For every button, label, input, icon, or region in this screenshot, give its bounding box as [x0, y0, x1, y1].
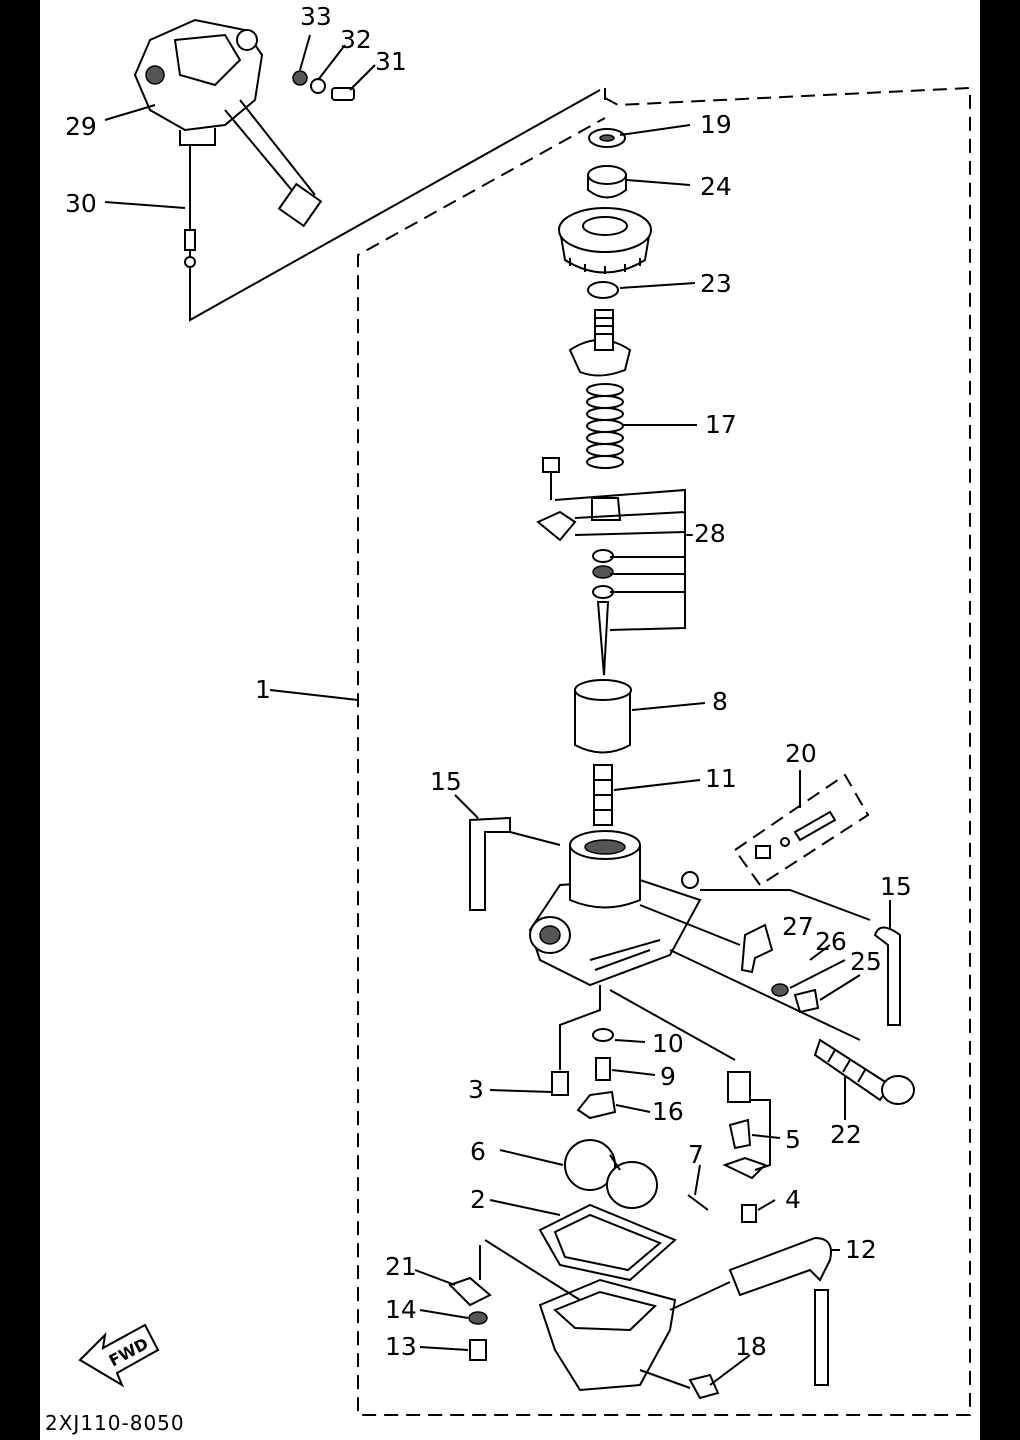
callout-4: 4	[785, 1185, 801, 1214]
float-pin-7	[687, 1194, 709, 1211]
nut-24	[587, 165, 627, 199]
throttle-cable	[184, 145, 196, 270]
float-6	[564, 1139, 658, 1209]
callout-17: 17	[705, 410, 737, 439]
leader-line	[269, 689, 359, 701]
vent-hose-right	[873, 926, 901, 1026]
throttle-valve-8	[574, 679, 632, 754]
top-cap	[558, 207, 652, 274]
right-frame-border	[980, 0, 1020, 1440]
throttle-stop-screw-22	[813, 1038, 915, 1105]
callout-2: 2	[470, 1185, 486, 1214]
carburetor-body	[528, 830, 702, 987]
parts-diagram-sheet: FWD 1 2 3 4 5 6 7 8 9 10 11 12 13 14 15 …	[40, 0, 980, 1440]
throttle-link-boundary	[189, 88, 606, 322]
fwd-arrow: FWD	[78, 1323, 160, 1388]
pilot-screw-set-20	[733, 773, 870, 887]
callout-19: 19	[700, 110, 732, 139]
o-ring-23	[587, 281, 619, 299]
callout-22: 22	[830, 1120, 862, 1149]
callout-33: 33	[300, 2, 332, 31]
washer-14	[468, 1311, 488, 1325]
callout-31: 31	[375, 47, 407, 76]
callout-15-right: 15	[880, 872, 912, 901]
callout-11: 11	[705, 764, 737, 793]
left-frame-border	[0, 0, 40, 1440]
callout-5: 5	[785, 1125, 801, 1154]
washer-10	[592, 1028, 614, 1042]
plate-21	[448, 1276, 492, 1307]
callout-21: 21	[385, 1252, 417, 1281]
screw-25	[793, 988, 820, 1014]
float-bowl	[479, 1239, 677, 1392]
drain-hose-12	[669, 1236, 832, 1386]
drain-screw-18	[688, 1373, 720, 1400]
assembly-boundary	[357, 86, 971, 1416]
small-screw-set	[292, 70, 355, 101]
needle-jet-11	[593, 764, 613, 826]
needle-set-28	[536, 457, 686, 676]
callout-16: 16	[652, 1097, 684, 1126]
screw-4	[741, 1204, 757, 1223]
callout-3: 3	[468, 1075, 484, 1104]
callout-30: 30	[65, 189, 97, 218]
callout-10: 10	[652, 1029, 684, 1058]
main-jet-3	[551, 1071, 569, 1096]
callout-9: 9	[660, 1062, 676, 1091]
callout-7: 7	[688, 1140, 704, 1169]
callout-20: 20	[785, 739, 817, 768]
callout-1: 1	[255, 675, 271, 704]
cable-adjuster	[568, 309, 632, 377]
drawing-code: 2XJ110-8050	[45, 1411, 185, 1435]
plate-16	[576, 1090, 617, 1120]
callout-28: -28	[685, 519, 726, 548]
callout-12: 12	[845, 1235, 877, 1264]
exploded-parts-diagram: FWD 1 2 3 4 5 6 7 8 9 10 11 12 13 14 15 …	[45, 2, 971, 1435]
throttle-housing	[133, 18, 323, 228]
callout-24: 24	[700, 172, 732, 201]
valve-set-5	[722, 1071, 771, 1180]
jet-9	[595, 1057, 611, 1081]
callout-14: 14	[385, 1295, 417, 1324]
spring-17	[586, 383, 624, 469]
callout-15-left: 15	[430, 767, 462, 796]
callout-leaders	[104, 34, 891, 1386]
vent-hose-left	[469, 816, 511, 911]
callout-18: 18	[735, 1332, 767, 1361]
callout-29: 29	[65, 112, 97, 141]
washer-26	[771, 983, 789, 997]
screw-13	[469, 1339, 487, 1361]
callout-23: 23	[700, 269, 732, 298]
callout-6: 6	[470, 1137, 486, 1166]
callout-26: 26	[815, 927, 847, 956]
callout-32: 32	[340, 25, 372, 54]
callout-25: 25	[850, 947, 882, 976]
callout-13: 13	[385, 1332, 417, 1361]
bracket-27	[740, 923, 774, 974]
callout-27: 27	[782, 912, 814, 941]
callout-8: 8	[712, 687, 728, 716]
